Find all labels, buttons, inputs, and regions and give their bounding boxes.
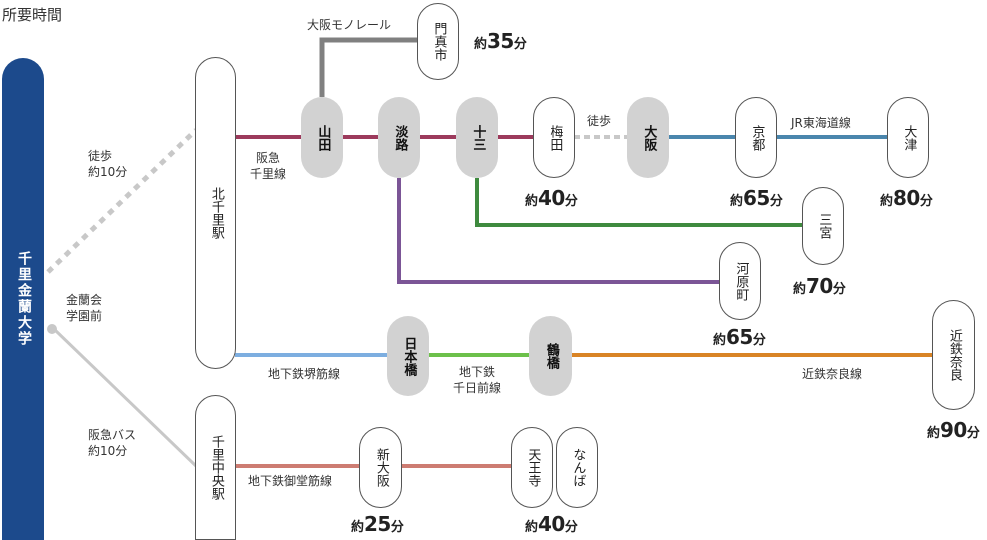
time-shinosaka: 約25分	[351, 512, 404, 536]
time-umeda: 約40分	[525, 186, 578, 210]
station-awaji: 淡路	[378, 97, 420, 178]
time-kintetsunara: 約90分	[927, 418, 980, 442]
station-sannomiya: 三宮	[802, 187, 844, 265]
time-otsu: 約80分	[880, 186, 933, 210]
sakaisuji-label: 地下鉄堺筋線	[268, 367, 341, 381]
time-kadoma: 約35分	[474, 29, 527, 53]
kawaramachi-line	[397, 178, 720, 284]
station-shinosaka: 新大阪	[359, 427, 402, 508]
station-kawaramachi: 河原町	[719, 242, 761, 320]
bus-path	[53, 328, 198, 468]
kintetsu-nara-label: 近鉄奈良線	[802, 367, 863, 381]
station-kintetsunara: 近鉄奈良	[932, 300, 975, 410]
hankyu-senri-label: 阪急 千里線	[250, 151, 287, 182]
station-umeda: 梅田	[533, 97, 575, 178]
time-kyoto: 約65分	[730, 186, 783, 210]
bus-label: 阪急バス 約10分	[88, 428, 137, 459]
station-tsuruhashi: 鶴橋	[529, 316, 572, 396]
kobe-line	[475, 178, 803, 227]
jr-tokaido-label: JR東海道線	[791, 116, 851, 130]
time-tennoji-namba: 約40分	[525, 512, 578, 536]
station-nipponbashi: 日本橋	[387, 316, 429, 396]
station-tennoji: 天王寺	[511, 427, 553, 508]
page-title: 所要時間	[2, 6, 63, 24]
sennichimae-label: 地下鉄 千日前線	[453, 365, 502, 396]
university-box: 千里金蘭大学	[2, 58, 44, 540]
station-osaka: 大阪	[627, 97, 669, 178]
monorail-label: 大阪モノレール	[307, 18, 392, 32]
walk-umeda-label: 徒歩	[587, 114, 612, 128]
station-juso: 十三	[456, 97, 498, 178]
walk-label: 徒歩 約10分	[88, 149, 128, 180]
time-kawaramachi: 約65分	[713, 325, 766, 349]
station-senrichuo: 千里中央駅	[195, 395, 236, 540]
station-kadoma: 門真市	[417, 3, 459, 80]
station-namba: なんば	[556, 427, 598, 508]
station-otsu: 大津	[887, 97, 929, 178]
bus-stop-label: 金蘭会 学園前	[66, 293, 103, 324]
station-kitasenri: 北千里駅	[195, 57, 236, 369]
monorail-line	[319, 37, 418, 97]
walk-path	[46, 128, 198, 274]
midosuji-label: 地下鉄御堂筋線	[248, 474, 333, 488]
time-sannomiya: 約70分	[793, 274, 846, 298]
station-kyoto: 京都	[735, 97, 777, 178]
bus-stop-dot	[47, 324, 57, 334]
station-yamada: 山田	[301, 97, 343, 178]
